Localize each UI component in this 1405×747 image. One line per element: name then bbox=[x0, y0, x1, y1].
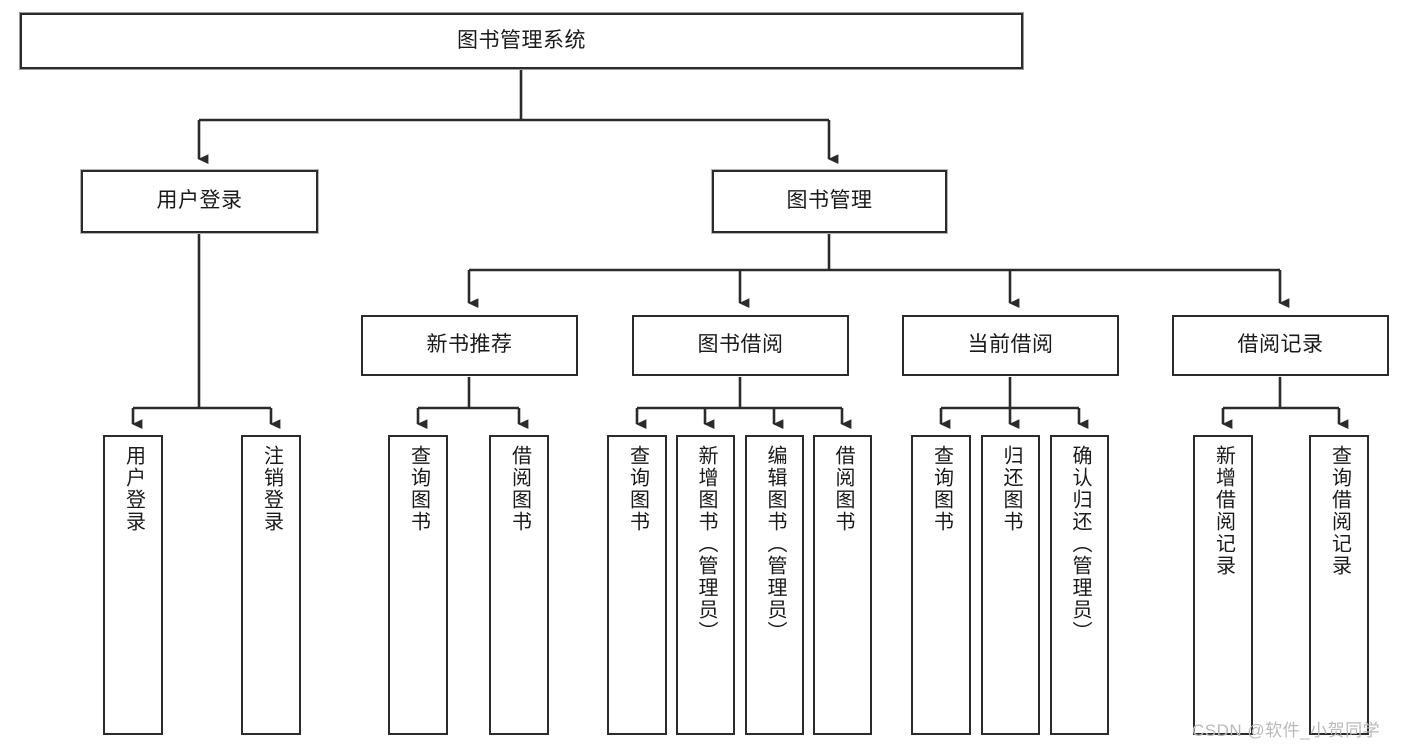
node-label: 注销登录 bbox=[260, 445, 283, 533]
node-root-system[interactable]: 图书管理系统 bbox=[20, 13, 1023, 69]
leaf-borrow-edit-book-admin[interactable]: 编辑图书（管理员） bbox=[745, 435, 804, 735]
node-label: 图书借阅 bbox=[697, 333, 784, 357]
node-label: 当前借阅 bbox=[967, 333, 1054, 357]
node-label: 编辑图书（管理员） bbox=[764, 445, 786, 643]
node-current-borrow[interactable]: 当前借阅 bbox=[902, 315, 1119, 376]
leaf-current-query-book[interactable]: 查询图书 bbox=[911, 435, 971, 735]
node-label: 用户登录 bbox=[122, 445, 145, 533]
node-label: 查询图书 bbox=[626, 445, 649, 533]
leaf-borrow-borrow-book[interactable]: 借阅图书 bbox=[813, 435, 872, 735]
leaf-record-query-record[interactable]: 查询借阅记录 bbox=[1309, 435, 1369, 735]
leaf-current-confirm-return-admin[interactable]: 确认归还（管理员） bbox=[1050, 435, 1109, 735]
node-user-login[interactable]: 用户登录 bbox=[81, 170, 318, 233]
node-label: 查询图书 bbox=[407, 445, 430, 533]
node-label: 新书推荐 bbox=[426, 333, 513, 357]
node-new-book-recommend[interactable]: 新书推荐 bbox=[361, 315, 578, 376]
leaf-current-return-book[interactable]: 归还图书 bbox=[981, 435, 1040, 735]
node-book-borrow[interactable]: 图书借阅 bbox=[632, 315, 849, 376]
node-label: 借阅图书 bbox=[832, 445, 854, 533]
node-label: 归还图书 bbox=[1000, 445, 1022, 533]
leaf-user-login-logout[interactable]: 注销登录 bbox=[241, 435, 301, 735]
leaf-record-add-record[interactable]: 新增借阅记录 bbox=[1193, 435, 1253, 735]
leaf-borrow-add-book-admin[interactable]: 新增图书（管理员） bbox=[676, 435, 735, 735]
node-label: 借阅记录 bbox=[1237, 333, 1324, 357]
leaf-recommend-query-book[interactable]: 查询图书 bbox=[388, 435, 448, 735]
node-label: 新增图书（管理员） bbox=[695, 445, 717, 643]
node-label: 查询借阅记录 bbox=[1328, 445, 1351, 577]
leaf-recommend-borrow-book[interactable]: 借阅图书 bbox=[489, 435, 549, 735]
node-label: 确认归还（管理员） bbox=[1069, 445, 1091, 643]
node-label: 用户登录 bbox=[156, 189, 243, 213]
node-label: 借阅图书 bbox=[508, 445, 531, 533]
node-label: 查询图书 bbox=[930, 445, 953, 533]
leaf-borrow-query-book[interactable]: 查询图书 bbox=[607, 435, 667, 735]
node-label: 新增借阅记录 bbox=[1212, 445, 1235, 577]
node-label: 图书管理系统 bbox=[457, 28, 586, 52]
node-book-management[interactable]: 图书管理 bbox=[712, 170, 947, 233]
watermark-text: CSDN @软件_小贺同学 bbox=[1192, 721, 1381, 740]
leaf-user-login-login[interactable]: 用户登录 bbox=[103, 435, 163, 735]
node-label: 图书管理 bbox=[786, 189, 873, 213]
node-borrow-record[interactable]: 借阅记录 bbox=[1172, 315, 1389, 376]
